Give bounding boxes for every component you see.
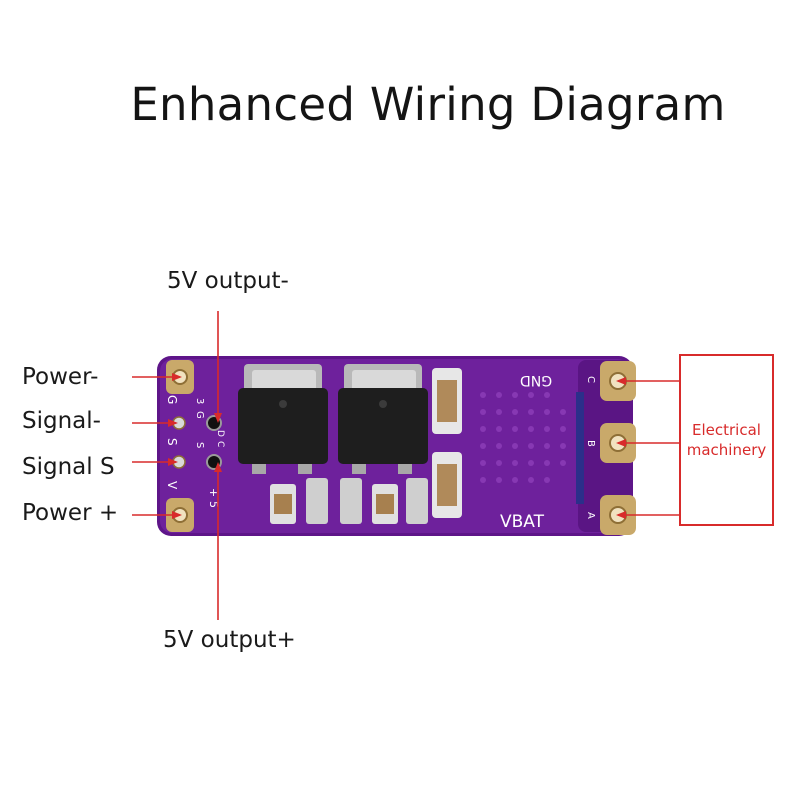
board-right-pin-b: B: [585, 440, 596, 447]
label-signal-s: Signal S: [22, 454, 115, 480]
board-mid-pin-3: 3: [194, 398, 205, 404]
label-signal-minus: Signal-: [22, 408, 101, 434]
board-left-pin-s: S: [165, 438, 179, 446]
mosfet-chip-left: [238, 364, 328, 474]
label-5v-output-plus: 5V output+: [163, 627, 296, 653]
board-left-pin-v: V: [165, 481, 179, 490]
wire-arrowheads: [168, 373, 626, 519]
mosfet-chip-right: [338, 364, 428, 474]
electrical-machinery-label: Electrical machinery: [687, 420, 767, 460]
diagram-title: Enhanced Wiring Diagram: [130, 78, 726, 131]
board-mid-pin-s: S: [194, 442, 205, 448]
board-mid-pin-plus: +: [207, 488, 220, 497]
board-left-pin-g: G: [165, 395, 179, 404]
label-power-plus: Power +: [22, 500, 119, 526]
label-5v-output-minus: 5V output-: [167, 268, 289, 294]
label-power-minus: Power-: [22, 364, 99, 390]
machine-label-line1: Electrical: [692, 421, 761, 439]
board-mid-pin-c: C: [215, 441, 225, 447]
electrical-machinery-box: Electrical machinery: [679, 354, 774, 526]
board-mid-pin-d: D: [215, 430, 225, 437]
board-gnd-text: GND: [520, 372, 552, 388]
machine-label-line2: machinery: [686, 441, 767, 459]
board-mid-pin-5: 5: [207, 501, 220, 508]
right-pads: [600, 361, 636, 535]
smd-components: [270, 368, 462, 524]
board-vbat-text: VBAT: [500, 512, 545, 532]
wires: [132, 311, 680, 620]
board-right-pin-a: A: [585, 512, 596, 519]
board-right-pin-c: C: [585, 376, 596, 383]
board-mid-pin-g: G: [194, 411, 205, 419]
